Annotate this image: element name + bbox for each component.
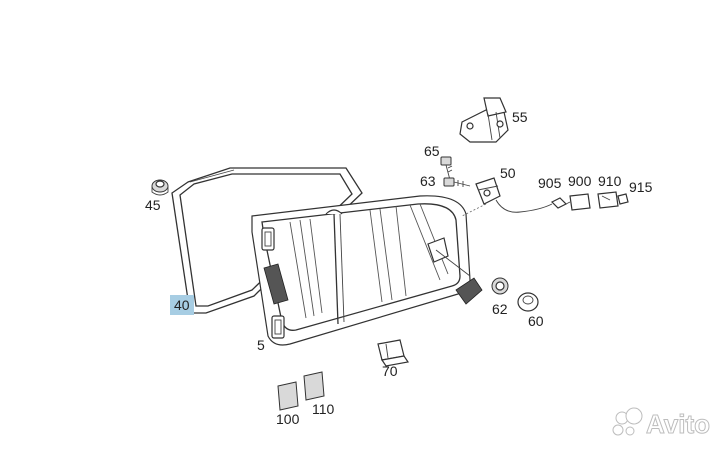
cap-62[interactable]	[491, 277, 509, 295]
screw-65[interactable]	[440, 156, 453, 181]
bracket-55[interactable]	[459, 97, 509, 143]
label-905[interactable]: 905	[538, 175, 562, 191]
label-55[interactable]: 55	[512, 109, 528, 125]
latch-50[interactable]	[461, 177, 553, 217]
screw-63[interactable]	[443, 177, 471, 187]
label-40[interactable]: 40	[174, 297, 190, 313]
label-62[interactable]: 62	[492, 301, 508, 317]
pad-100[interactable]	[277, 381, 299, 411]
window-assembly-5[interactable]	[251, 195, 483, 346]
connector-910[interactable]	[597, 191, 619, 209]
connector-915[interactable]	[617, 193, 629, 205]
watermark-text: Avito	[646, 409, 710, 439]
label-915[interactable]: 915	[629, 179, 653, 195]
label-60[interactable]: 60	[528, 313, 544, 329]
pad-110[interactable]	[303, 371, 325, 401]
label-900[interactable]: 900	[568, 173, 592, 189]
label-70[interactable]: 70	[382, 363, 398, 379]
label-100[interactable]: 100	[276, 411, 300, 427]
grommet-45[interactable]	[151, 179, 169, 196]
connector-905[interactable]	[550, 197, 568, 209]
label-65[interactable]: 65	[424, 143, 440, 159]
label-50[interactable]: 50	[500, 165, 516, 181]
cover-60[interactable]	[517, 292, 539, 312]
label-110[interactable]: 110	[312, 401, 335, 417]
connector-900[interactable]	[565, 193, 591, 211]
watermark: Avito	[612, 407, 711, 440]
label-910[interactable]: 910	[598, 173, 622, 189]
avito-logo-icon	[612, 407, 643, 436]
label-63[interactable]: 63	[420, 173, 436, 189]
seal-40[interactable]	[171, 167, 363, 314]
part-40-highlight	[170, 295, 194, 315]
label-45[interactable]: 45	[145, 197, 161, 213]
label-5[interactable]: 5	[257, 337, 265, 353]
clip-70[interactable]	[377, 339, 410, 367]
